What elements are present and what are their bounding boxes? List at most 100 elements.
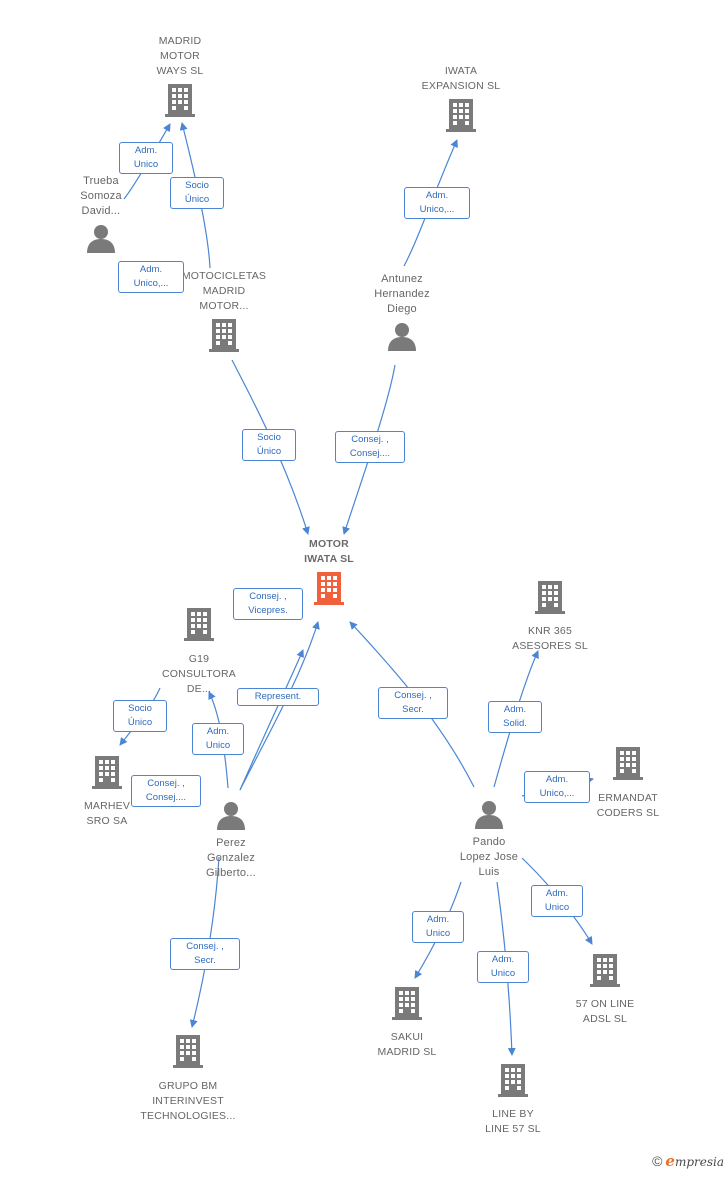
- person-icon: [166, 800, 296, 835]
- edge-role-text: Consej. ,: [249, 591, 287, 602]
- edge-role-label[interactable]: Adm. Unico,...: [118, 261, 184, 293]
- edge-role-text: Consej....: [349, 448, 391, 459]
- edge-role-text: Vicepres.: [248, 605, 288, 616]
- node-label-line: LINE 57 SL: [485, 1123, 541, 1135]
- node-label-line: Somoza: [80, 190, 122, 202]
- edge-role-text: Unico,...: [133, 278, 169, 289]
- person-icon: [424, 799, 554, 834]
- node-label-line: EXPANSION SL: [421, 80, 501, 92]
- edge-role-text: Consej. ,: [351, 434, 389, 445]
- edge-role-label[interactable]: Consej. , Vicepres.: [233, 588, 303, 620]
- edge-role-text: Secr.: [402, 704, 424, 715]
- edge-role-text: Solid.: [503, 718, 527, 729]
- node-label-line: CONSULTORA: [162, 668, 236, 680]
- edge-role-label[interactable]: Adm.Unico,...: [404, 187, 470, 219]
- brand-initial: e: [665, 1152, 675, 1170]
- node-sakui[interactable]: SAKUI MADRID SL: [342, 986, 472, 1060]
- edge-line-e7: [239, 621, 320, 791]
- edge-role-text: Unico: [205, 740, 231, 751]
- edge-role-text: Consej....: [145, 792, 187, 803]
- edge-role-label[interactable]: Adm.Unico: [412, 911, 464, 943]
- node-label-line: TECHNOLOGIES...: [140, 1110, 236, 1122]
- node-label-line: MADRID SL: [377, 1046, 437, 1058]
- edge-role-text: Socio: [128, 703, 152, 714]
- node-grupo-bm[interactable]: GRUPO BM INTERINVEST TECHNOLOGIES...: [123, 1034, 253, 1124]
- edge-role-label[interactable]: Represent.: [237, 688, 319, 706]
- node-label-line: CODERS SL: [596, 807, 660, 819]
- node-label-line: Pando: [472, 836, 506, 848]
- node-label-line: Hernandez: [374, 288, 430, 300]
- node-label-line: GRUPO BM: [158, 1080, 218, 1092]
- edge-role-label[interactable]: Consej. , Consej....: [335, 431, 405, 463]
- person-icon: [337, 321, 467, 356]
- building-icon: [448, 1063, 578, 1102]
- edge-role-text: Secr.: [194, 955, 216, 966]
- edge-role-text: Único: [184, 194, 210, 205]
- edge-role-label[interactable]: Adm.Unico,...: [524, 771, 590, 803]
- edge-role-text: Adm.: [139, 264, 163, 275]
- node-label-line: MADRID: [158, 35, 202, 47]
- building-icon: [134, 607, 264, 646]
- node-label-line: INTERINVEST: [152, 1095, 224, 1107]
- edge-role-label[interactable]: Adm.Unico: [531, 885, 583, 917]
- building-icon: [396, 98, 526, 137]
- edge-role-text: Unico: [133, 159, 159, 170]
- empresia-brand[interactable]: ©empresia: [652, 1152, 724, 1170]
- edge-role-label[interactable]: Consej. ,Consej....: [131, 775, 201, 807]
- building-icon: [485, 580, 615, 619]
- edge-role-label[interactable]: Adm.Unico: [119, 142, 173, 174]
- node-label-line: KNR 365: [527, 625, 572, 637]
- node-linebyline[interactable]: LINE BY LINE 57 SL: [448, 1063, 578, 1137]
- edge-role-label[interactable]: Consej. ,Secr.: [170, 938, 240, 970]
- edge-role-text: Adm.: [425, 190, 449, 201]
- node-label-line: G19: [188, 653, 210, 665]
- node-label-line: Perez: [216, 837, 246, 849]
- edge-role-label[interactable]: Consej. , Secr.: [378, 687, 448, 719]
- node-label-line: Lopez Jose: [459, 851, 519, 863]
- node-label-line: MARHEV: [83, 800, 131, 812]
- edge-role-text: Unico: [425, 928, 451, 939]
- node-label-line: LINE BY: [492, 1108, 534, 1120]
- building-icon: [342, 986, 472, 1025]
- edge-role-text: Unico: [490, 968, 516, 979]
- node-label-line: Trueba: [83, 175, 119, 187]
- node-label-line: Diego: [387, 303, 417, 315]
- edge-role-label[interactable]: Adm.Unico: [192, 723, 244, 755]
- edge-role-text: Consej. ,: [394, 690, 432, 701]
- node-label-line: MOTOCICLETAS: [181, 270, 267, 282]
- edge-role-label[interactable]: Adm.Solid.: [488, 701, 542, 733]
- node-label-line: Luis: [478, 866, 500, 878]
- brand-name: mpresia: [674, 1155, 724, 1169]
- node-label-line: MOTOR: [160, 50, 200, 62]
- edge-role-label[interactable]: Adm.Unico: [477, 951, 529, 983]
- building-icon: [540, 953, 670, 992]
- building-icon: [159, 318, 289, 357]
- node-label: SAKUI MADRID SL: [342, 1030, 472, 1060]
- edge-role-text: Adm.: [545, 774, 569, 785]
- building-icon: [123, 1034, 253, 1073]
- node-label-line: SAKUI: [390, 1031, 424, 1043]
